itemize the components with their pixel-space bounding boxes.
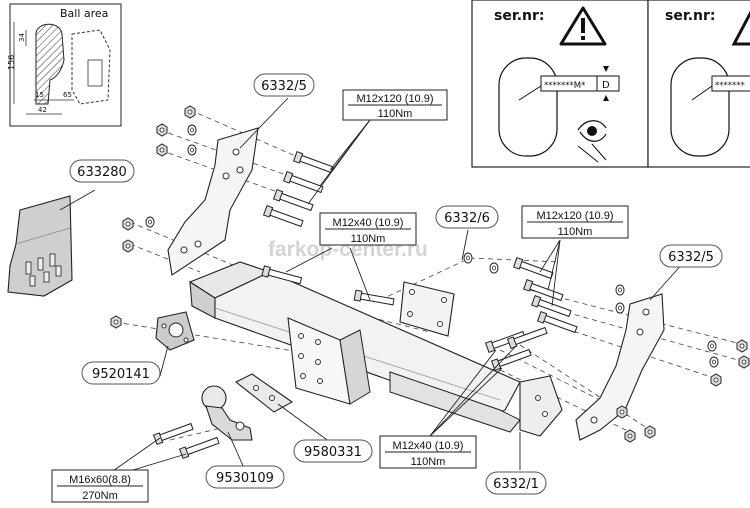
spec-box-right: M12x120 (10.9) 110Nm (521, 205, 629, 239)
plate-serial-text-2: ******* (715, 81, 745, 91)
bumper-cutout (7, 195, 73, 297)
warning-triangle-icon (559, 6, 607, 46)
callout-6332-5-right: 6332/5 (659, 244, 723, 268)
dim-156: 156 (7, 55, 16, 70)
dim-65: 65 (63, 91, 72, 99)
dim-34: 34 (18, 33, 26, 42)
spec-top-size: M12x120 (10.9) (356, 93, 433, 105)
spec-top-torque: 110Nm (378, 108, 413, 120)
callout-6332-5-right-text: 6332/5 (668, 250, 714, 265)
callout-9520141-text: 9520141 (92, 367, 150, 382)
ball-area-inset: Ball area 156 34 15 65 42 (7, 3, 122, 127)
callout-6332-6-text: 6332/6 (444, 211, 490, 226)
callout-6332-5-left-text: 6332/5 (261, 79, 307, 94)
spacer-plate (399, 281, 455, 337)
plate-serial-text: *******M* (544, 81, 585, 91)
tow-ball (201, 385, 253, 441)
callout-6332-1-text: 6332/1 (493, 477, 539, 492)
spec-bottom-size: M12x40 (10.9) (393, 440, 464, 452)
callout-9530109: 9530109 (205, 465, 285, 489)
spec-box-mid: M12x40 (10.9) 110Nm (319, 212, 417, 246)
tongue-outline-2 (670, 57, 730, 157)
warning-panel-left: ser.nr: *******M* D (471, 0, 649, 168)
side-bracket-left (167, 127, 259, 276)
callout-9580331: 9580331 (293, 439, 373, 463)
spec-bottom-torque: 110Nm (411, 456, 446, 468)
callout-6332-5-left: 6332/5 (253, 73, 315, 97)
flange-plate (234, 373, 294, 413)
plate-letter: D (602, 80, 610, 91)
ball-area-title: Ball area (60, 7, 108, 20)
spec-box-bottom: M12x40 (10.9) 110Nm (379, 435, 477, 469)
spec-mid-torque: 110Nm (351, 233, 386, 245)
callout-9530109-text: 9530109 (216, 471, 274, 486)
ball-profile (35, 23, 65, 105)
warning-triangle-icon-2 (731, 10, 750, 46)
main-crossbar (188, 261, 563, 437)
eye-inspect-icon (577, 120, 607, 163)
bumper-profile (71, 29, 111, 105)
callout-9520141: 9520141 (81, 361, 161, 385)
tongue-outline (498, 57, 558, 157)
warning-panel-right: ser.nr: ******* (647, 0, 750, 168)
callout-6332-1: 6332/1 (485, 471, 547, 495)
spec-box-top: M12x120 (10.9) 110Nm (342, 89, 448, 121)
callout-9580331-text: 9580331 (304, 445, 362, 460)
spec-right-torque: 110Nm (558, 226, 593, 238)
dim-15: 15 (35, 91, 44, 99)
side-bracket-right (575, 293, 665, 441)
serial-plate: *******M* D (540, 66, 620, 101)
spec-right-size: M12x120 (10.9) (536, 210, 613, 222)
dim-42: 42 (38, 106, 47, 114)
spec-box-ball: M16x60(8.8) 270Nm (51, 469, 149, 503)
callout-633280-text: 633280 (77, 165, 127, 180)
socket-plate (155, 311, 195, 351)
spec-ball-torque: 270Nm (82, 490, 117, 502)
serial-label-2: ser.nr: (665, 8, 716, 24)
callout-633280: 633280 (69, 159, 135, 183)
spec-ball-size: M16x60(8.8) (69, 474, 131, 486)
callout-6332-6: 6332/6 (435, 205, 499, 229)
serial-label: ser.nr: (494, 8, 545, 24)
spec-mid-size: M12x40 (10.9) (333, 217, 404, 229)
